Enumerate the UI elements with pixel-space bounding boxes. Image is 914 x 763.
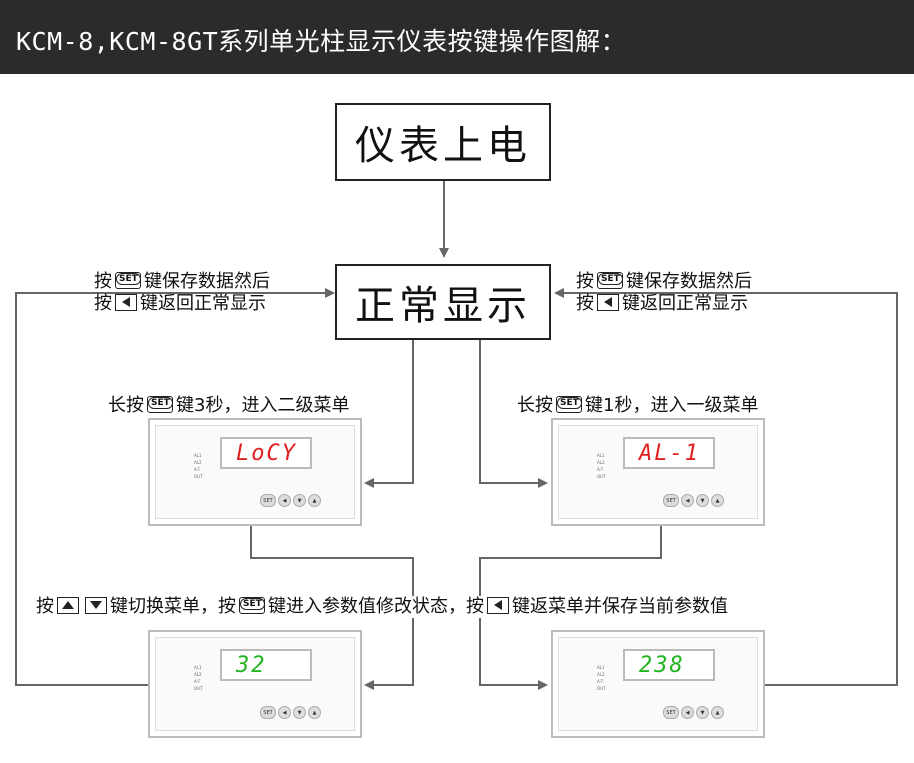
left-key-icon [115, 293, 137, 311]
device-screen: LoCY [220, 437, 312, 469]
device-screen: 238 [623, 649, 715, 681]
up-key-icon [57, 596, 79, 614]
device-buttons: SET◀▼▲ [663, 494, 724, 507]
arrow-al1-to-238 [479, 522, 662, 690]
page-title: KCM-8,KCM-8GT系列单光柱显示仪表按键操作图解： [16, 27, 627, 56]
device-display-value: 238 [639, 652, 685, 678]
arrow-locy-to-32 [250, 522, 414, 690]
set-key-icon: SET [115, 271, 141, 289]
device-screen: AL-1 [623, 437, 715, 469]
set-key-icon: SET [239, 596, 265, 614]
normal-display-label: 正常显示 [355, 283, 531, 329]
device-screen: 32 [220, 649, 312, 681]
arrow-normal-to-al1 [479, 337, 548, 488]
down-key-icon [85, 596, 107, 614]
power-on-box: 仪表上电 [335, 103, 551, 181]
left-key-icon [597, 293, 619, 311]
arrow-normal-to-locy [364, 337, 414, 488]
device-buttons: SET◀▼▲ [260, 494, 321, 507]
device-display-value: LoCY [236, 440, 297, 466]
right-back-label: 按键返回正常显示 [576, 293, 748, 314]
device-display-value: 32 [236, 652, 267, 678]
left-back-label: 按键返回正常显示 [94, 293, 266, 314]
arrow-right-loop [554, 288, 898, 686]
set-key-icon: SET [597, 271, 623, 289]
device-display-value: AL-1 [639, 440, 700, 466]
header-bar: KCM-8,KCM-8GT系列单光柱显示仪表按键操作图解： [0, 0, 914, 74]
arrow-left-loop [15, 288, 335, 686]
set-key-icon: SET [556, 395, 582, 413]
left-key-icon [487, 596, 509, 614]
normal-display-box: 正常显示 [335, 264, 551, 340]
set-key-icon: SET [147, 395, 173, 413]
device-buttons: SET◀▼▲ [663, 706, 724, 719]
device-buttons: SET◀▼▲ [260, 706, 321, 719]
power-on-label: 仪表上电 [355, 123, 531, 169]
